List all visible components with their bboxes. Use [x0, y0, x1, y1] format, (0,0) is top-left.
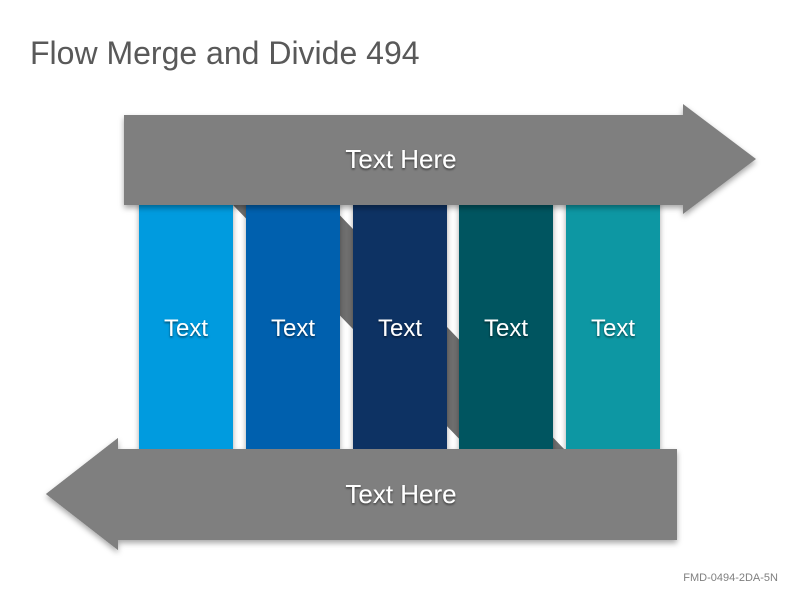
top-arrow-label: Text Here	[345, 144, 456, 174]
footer-code: FMD-0494-2DA-5N	[683, 572, 778, 584]
page-title: Flow Merge and Divide 494	[30, 35, 420, 71]
bottom-arrow-label: Text Here	[345, 479, 456, 509]
column-2-label: Text	[271, 315, 315, 342]
column-5-label: Text	[591, 315, 635, 342]
bottom-arrow-overlay	[46, 438, 677, 550]
column-2	[246, 200, 340, 449]
column-3	[353, 200, 447, 449]
column-4	[459, 200, 553, 449]
column-1-label: Text	[164, 315, 208, 342]
column-1	[139, 200, 233, 449]
column-3-label: Text	[378, 315, 422, 342]
column-4-label: Text	[484, 315, 528, 342]
column-5	[566, 200, 660, 449]
columns	[139, 200, 660, 449]
top-arrow	[124, 104, 756, 214]
top-arrow-shape	[124, 104, 756, 214]
